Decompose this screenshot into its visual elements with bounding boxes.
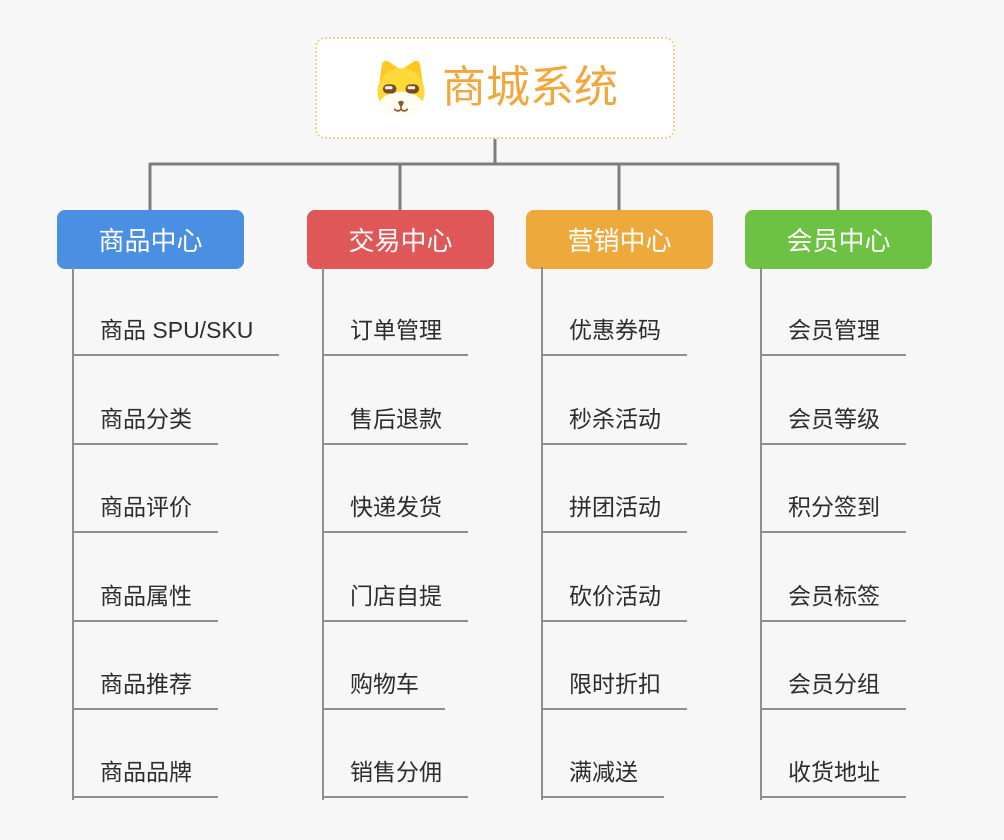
branch-node-marketing-center[interactable]: 营销中心 — [526, 210, 713, 269]
leaf-node[interactable]: 限时折扣 — [542, 672, 687, 710]
leaf-node[interactable]: 门店自提 — [323, 584, 468, 622]
branch-node-member-center[interactable]: 会员中心 — [745, 210, 932, 269]
connector-line — [322, 267, 324, 800]
leaf-node[interactable]: 会员分组 — [761, 672, 906, 710]
leaf-node[interactable]: 商品属性 — [73, 584, 218, 622]
connector-line — [541, 267, 543, 800]
leaf-node[interactable]: 商品 SPU/SKU — [73, 318, 280, 356]
leaf-node[interactable]: 积分签到 — [761, 495, 906, 533]
leaf-node[interactable]: 砍价活动 — [542, 584, 687, 622]
leaf-node[interactable]: 售后退款 — [323, 407, 468, 445]
leaf-node[interactable]: 拼团活动 — [542, 495, 687, 533]
leaf-node[interactable]: 订单管理 — [323, 318, 468, 356]
root-node[interactable]: 商城系统 — [315, 37, 675, 139]
leaf-node[interactable]: 优惠券码 — [542, 318, 687, 356]
leaf-node[interactable]: 商品品牌 — [73, 760, 218, 798]
branch-node-trade-center[interactable]: 交易中心 — [307, 210, 494, 269]
leaf-node[interactable]: 商品评价 — [73, 495, 218, 533]
leaf-node[interactable]: 商品推荐 — [73, 672, 218, 710]
leaf-node[interactable]: 收货地址 — [761, 760, 906, 798]
leaf-node[interactable]: 会员标签 — [761, 584, 906, 622]
connector-line — [72, 267, 74, 800]
branch-node-product-center[interactable]: 商品中心 — [57, 210, 244, 269]
leaf-node[interactable]: 会员管理 — [761, 318, 906, 356]
root-title: 商城系统 — [442, 63, 618, 112]
leaf-node[interactable]: 购物车 — [323, 672, 445, 710]
leaf-node[interactable]: 秒杀活动 — [542, 407, 687, 445]
dog-face-icon — [377, 60, 425, 116]
leaf-node[interactable]: 快递发货 — [323, 495, 468, 533]
leaf-node[interactable]: 商品分类 — [73, 407, 218, 445]
leaf-node[interactable]: 会员等级 — [761, 407, 906, 445]
connector-line — [760, 267, 762, 800]
leaf-node[interactable]: 满减送 — [542, 760, 664, 798]
leaf-node[interactable]: 销售分佣 — [323, 760, 468, 798]
